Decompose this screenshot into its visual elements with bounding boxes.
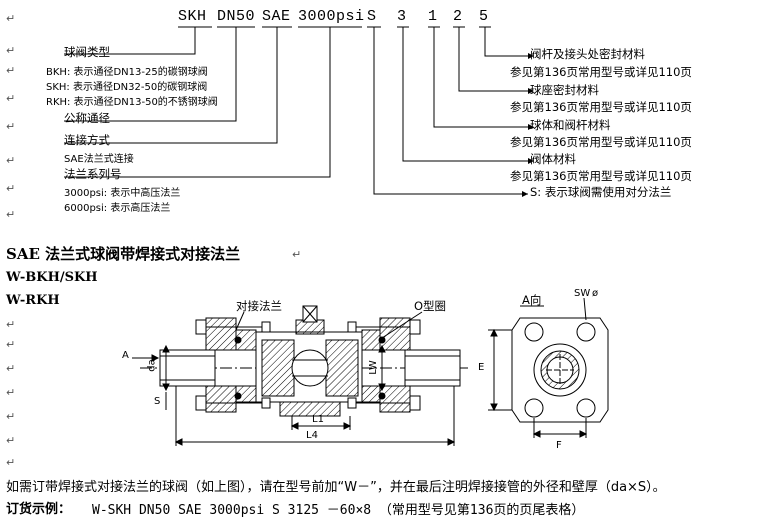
footer-note: 如需订带焊接式对接法兰的球阀（如上图），请在型号前加“W－”，并在最后注明焊接接… bbox=[6, 480, 666, 495]
label-ref-2: 参见第136页常用型号或详见110页 bbox=[510, 100, 692, 114]
label-ref-3: 参见第136页常用型号或详见110页 bbox=[510, 135, 692, 149]
paragraph-mark: ↵ bbox=[6, 92, 16, 105]
label-stem-seal: 阀杆及接头处密封材料 bbox=[530, 47, 645, 61]
label-ref-1: 参见第136页常用型号或详见110页 bbox=[510, 65, 692, 79]
dim-da: da bbox=[146, 359, 158, 372]
order-example-label: 订货示例： bbox=[6, 502, 72, 517]
paragraph-mark: ↵ bbox=[6, 182, 16, 195]
label-sae-conn: SAE法兰式连接 bbox=[64, 154, 134, 165]
model-code-psi: 3000psi bbox=[298, 8, 365, 25]
model-code-dn: DN50 bbox=[217, 8, 256, 25]
label-3000psi: 3000psi: 表示中高压法兰 bbox=[64, 188, 181, 199]
dim-lw: LW bbox=[367, 360, 379, 375]
label-seat-seal: 球座密封材料 bbox=[530, 83, 599, 97]
paragraph-mark: ↵ bbox=[292, 248, 302, 261]
section-title: SAE 法兰式球阀带焊接式对接法兰 bbox=[6, 245, 241, 263]
label-body-material: 阀体材料 bbox=[530, 152, 576, 166]
paragraph-mark: ↵ bbox=[6, 44, 16, 57]
label-bkh: BKH: 表示通径DN13-25的碳钢球阀 bbox=[46, 67, 208, 78]
flange-end-view-drawing bbox=[488, 297, 609, 438]
paragraph-mark: ↵ bbox=[6, 410, 16, 423]
model-code-ball: 1 bbox=[428, 8, 438, 25]
order-example-text: W-SKH DN50 SAE 3000psi S 3125 －60×8 （常用型… bbox=[92, 503, 585, 518]
label-ref-4: 参见第136页常用型号或详见110页 bbox=[510, 169, 692, 183]
dim-l4: L4 bbox=[306, 430, 318, 441]
model-code-s: S bbox=[367, 8, 377, 25]
dim-f: F bbox=[556, 440, 562, 451]
dim-a-arrow: A bbox=[122, 350, 129, 361]
section-subtitle-bkh-skh: W-BKH/SKH bbox=[6, 270, 98, 285]
label-6000psi: 6000psi: 表示高压法兰 bbox=[64, 203, 171, 214]
label-s-note: S: 表示球阀需使用对分法兰 bbox=[530, 185, 672, 199]
paragraph-mark: ↵ bbox=[6, 208, 16, 221]
paragraph-mark: ↵ bbox=[6, 154, 16, 167]
paragraph-mark: ↵ bbox=[6, 120, 16, 133]
model-code-sae: SAE bbox=[262, 8, 291, 25]
label-ball-valve-type: 球阀类型 bbox=[64, 45, 110, 59]
paragraph-mark: ↵ bbox=[6, 64, 16, 77]
model-code-body: 3 bbox=[397, 8, 407, 25]
label-o-ring: O型圈 bbox=[414, 299, 447, 313]
label-skh: SKH: 表示通径DN32-50的碳钢球阀 bbox=[46, 82, 208, 93]
label-butt-flange: 对接法兰 bbox=[236, 299, 282, 313]
paragraph-mark: ↵ bbox=[6, 434, 16, 447]
dim-s: S bbox=[154, 396, 161, 407]
model-code-skh: SKH bbox=[178, 8, 207, 25]
label-ball-material: 球体和阀杆材料 bbox=[530, 118, 611, 132]
diameter-icon: ø bbox=[592, 288, 599, 299]
paragraph-mark: ↵ bbox=[6, 386, 16, 399]
label-a-view: A向 bbox=[522, 293, 542, 307]
model-code-stem: 5 bbox=[479, 8, 489, 25]
paragraph-mark: ↵ bbox=[6, 12, 16, 25]
label-rkh: RKH: 表示通径DN13-50的不锈钢球阀 bbox=[46, 97, 218, 108]
label-sw: SW bbox=[574, 288, 591, 299]
valve-section-drawing bbox=[132, 305, 468, 446]
dim-e: E bbox=[478, 362, 485, 373]
model-code-seat: 2 bbox=[453, 8, 463, 25]
paragraph-mark: ↵ bbox=[6, 318, 16, 331]
paragraph-mark: ↵ bbox=[6, 338, 16, 351]
paragraph-mark: ↵ bbox=[6, 456, 16, 469]
section-subtitle-rkh: W-RKH bbox=[6, 293, 60, 308]
dim-l1: L1 bbox=[312, 414, 324, 425]
paragraph-mark: ↵ bbox=[6, 362, 16, 375]
